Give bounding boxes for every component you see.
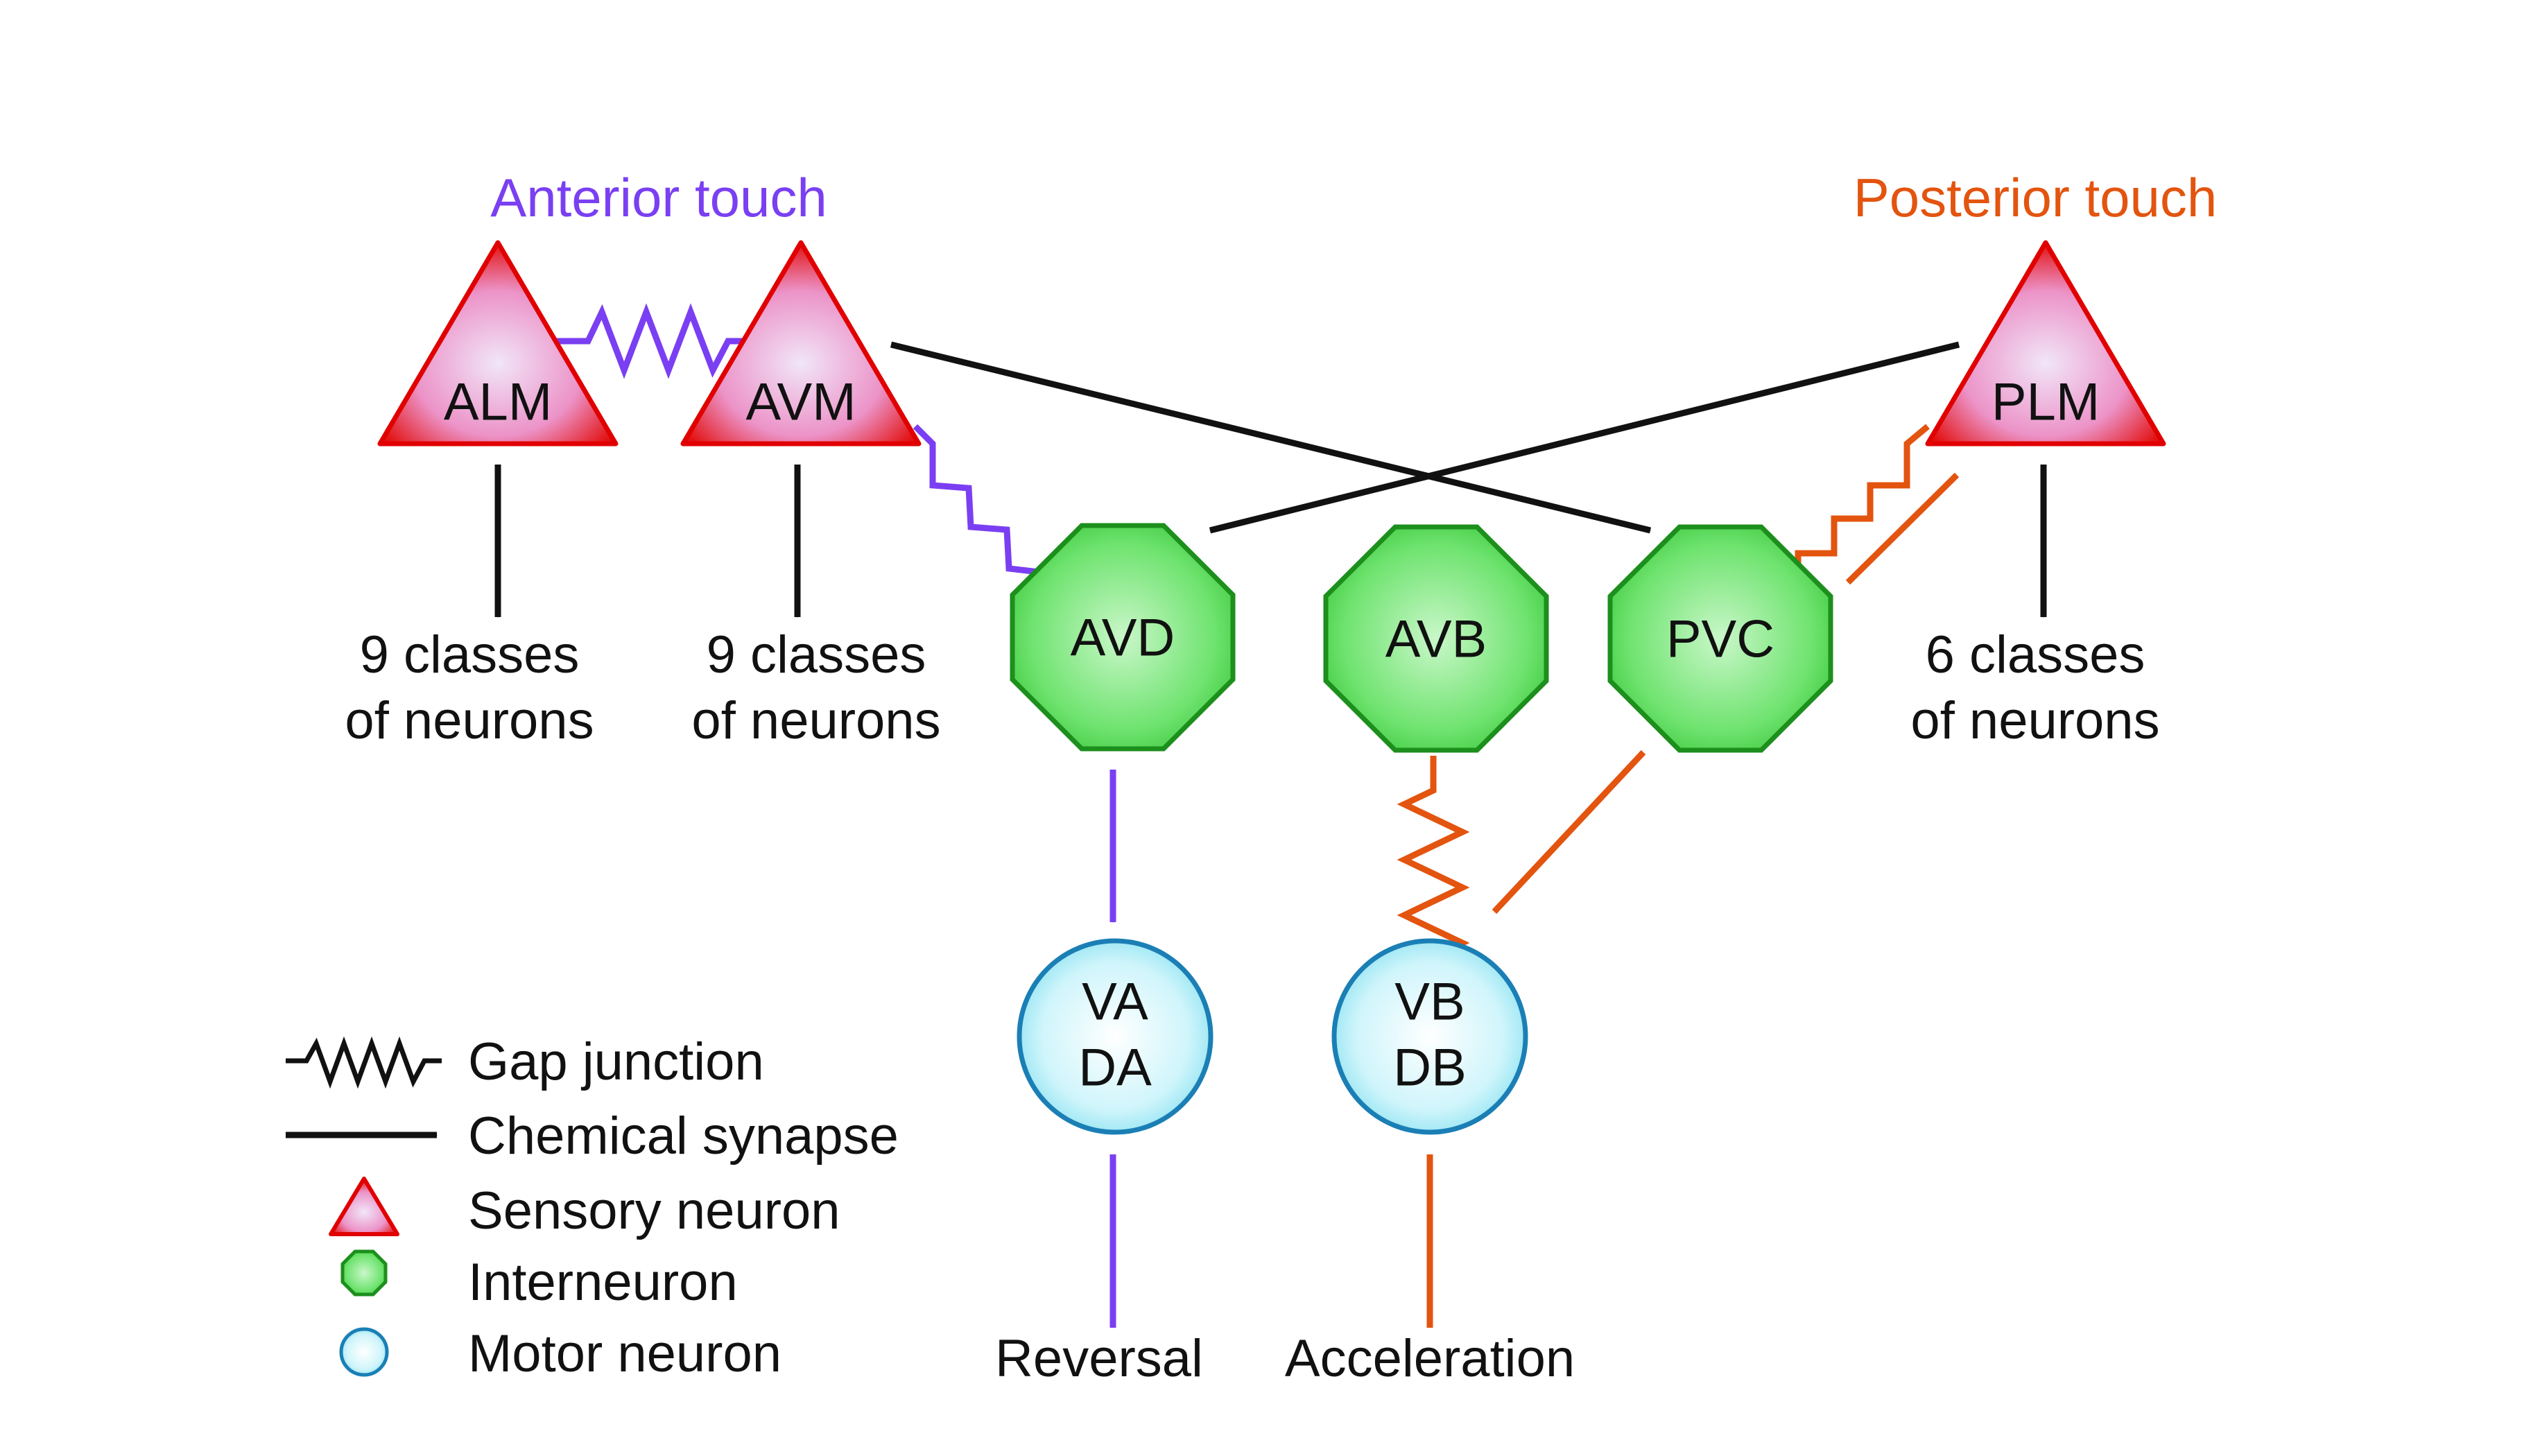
avm-targets-line2: of neurons xyxy=(691,691,940,750)
triangle-shape xyxy=(377,240,619,447)
avm-label: AVM xyxy=(745,373,856,432)
triangle-shape xyxy=(680,240,922,447)
synapse-pvc-to-vbdb xyxy=(1492,749,1646,915)
triangle-shape xyxy=(1925,240,2166,447)
interneuron-avb: AVB xyxy=(1323,524,1549,753)
synapse-avm-to-pvc xyxy=(890,341,1652,534)
legend-chemical-synapse-label: Chemical synapse xyxy=(468,1107,899,1165)
interneuron-avd: AVD xyxy=(1010,523,1236,752)
vb-label: VB xyxy=(1394,973,1465,1032)
sensory-neuron-avm: AVM xyxy=(680,240,922,447)
motor-neuron-vada: VA DA xyxy=(1017,938,1213,1135)
synapse-plm-to-pvc xyxy=(1845,472,1960,585)
circle-shape xyxy=(1017,938,1213,1135)
avd-label: AVD xyxy=(1071,609,1175,668)
plm-targets-line2: of neurons xyxy=(1910,691,2159,750)
da-label: DA xyxy=(1078,1039,1152,1098)
avm-targets-line1: 9 classes xyxy=(707,625,926,684)
plm-label: PLM xyxy=(1992,373,2100,432)
alm-targets-line1: 9 classes xyxy=(360,625,580,684)
sensory-neuron-plm: PLM xyxy=(1925,240,2166,447)
octagon-shape xyxy=(1607,524,1833,753)
acceleration-label: Acceleration xyxy=(1285,1329,1575,1388)
posterior-touch-heading: Posterior touch xyxy=(1854,167,2218,228)
legend-interneuron-label: Interneuron xyxy=(468,1253,738,1312)
legend-interneuron-octagon-icon xyxy=(340,1249,388,1297)
circle-shape xyxy=(1331,938,1528,1135)
db-label: DB xyxy=(1393,1039,1467,1098)
alm-label: ALM xyxy=(444,373,552,432)
legend-gap-junction-label: Gap junction xyxy=(468,1032,764,1091)
plm-targets-line1: 6 classes xyxy=(1926,625,2145,684)
octagon-shape xyxy=(1323,524,1549,753)
octagon-shape xyxy=(1010,523,1236,752)
interneuron-pvc: PVC xyxy=(1607,524,1833,753)
legend-motor-neuron-label: Motor neuron xyxy=(468,1324,781,1383)
sensory-neuron-alm: ALM xyxy=(377,240,619,447)
motor-neuron-vbdb: VB DB xyxy=(1331,938,1528,1135)
alm-targets-line2: of neurons xyxy=(345,691,594,750)
legend: Gap junction Chemical synapse Sensory ne… xyxy=(286,1032,899,1383)
pvc-label: PVC xyxy=(1666,610,1774,669)
synapse-plm-to-avd xyxy=(1209,341,1960,534)
avb-label: AVB xyxy=(1385,610,1487,669)
gap-junction-alm-avm xyxy=(555,303,749,379)
va-label: VA xyxy=(1082,973,1148,1032)
legend-sensory-triangle-icon xyxy=(329,1177,399,1236)
legend-sensory-neuron-label: Sensory neuron xyxy=(468,1181,840,1240)
legend-gap-junction-icon xyxy=(286,1036,442,1089)
reversal-label: Reversal xyxy=(995,1329,1203,1388)
legend-motor-circle-icon xyxy=(339,1327,389,1377)
anterior-touch-heading: Anterior touch xyxy=(490,167,827,228)
